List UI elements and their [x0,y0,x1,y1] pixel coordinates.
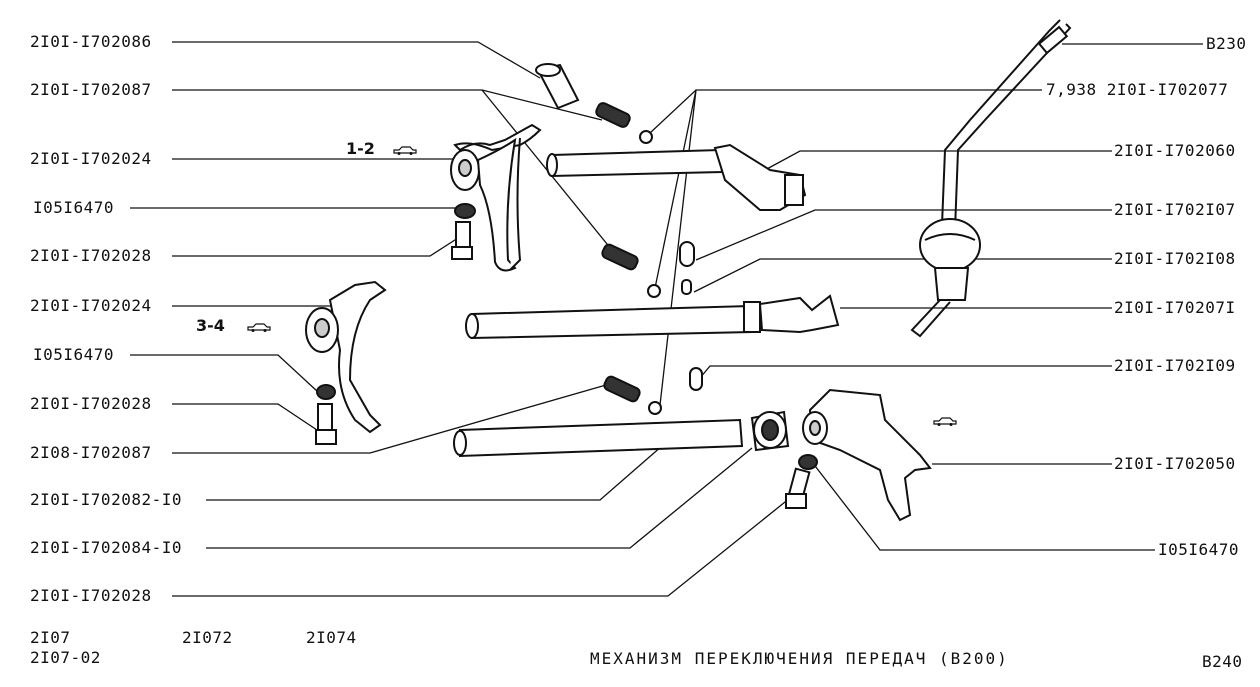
reverse-car-icon [933,417,957,426]
leader-line [206,445,663,501]
leader-line [172,237,459,257]
part-label: 7,938 2I0I-I702077 [1046,80,1229,99]
leader-line [172,41,541,79]
part-label: 2I0I-I702024 [30,296,152,315]
leader-line [764,150,1112,171]
model-code: 2I072 [182,628,233,647]
model-code: 2I07 [30,628,71,647]
leader-line [695,209,1112,261]
shift-fork-3-4 [305,280,387,434]
model-code: 2I07-02 [30,648,101,667]
part-label: 2I0I-I702087 [30,80,152,99]
part-label: 2I0I-I702I08 [1114,249,1236,268]
bolt [315,403,337,445]
part-label: 2I0I-I702028 [30,246,152,265]
part-label: I05I6470 [33,198,115,217]
leader-line [206,447,753,549]
part-label: I05I6470 [33,345,115,364]
gear-label-3-4: 3-4 [196,316,225,335]
part-label: 2I0I-I702084-I0 [30,538,182,557]
part-label: 2I0I-I702I09 [1114,356,1236,375]
leader-line [811,461,1155,551]
part-label: 2I0I-I702086 [30,32,152,51]
leader-line [172,89,603,121]
leader-line [130,354,319,393]
washer [454,203,476,219]
gear-label-1-2: 1-2 [346,139,375,158]
leader-line [699,365,1112,379]
shift-rod-1-2 [546,143,807,211]
bushing [535,63,580,110]
leader-line [649,89,1042,134]
diagram-title: МЕХАНИЗМ ПЕРЕКЛЮЧЕНИЯ ПЕРЕДАЧ (B200) [590,649,1009,668]
washer [798,454,818,470]
part-label: 2I0I-I702024 [30,149,152,168]
page-code: B240 [1202,652,1243,671]
part-label: 2I0I-I702I07 [1114,200,1236,219]
leader-line [172,497,791,597]
reverse-fork [802,388,932,522]
part-label: 2I0I-I702060 [1114,141,1236,160]
bolt [785,467,811,509]
part-label: 2I0I-I702050 [1114,454,1236,473]
part-label: 2I0I-I702028 [30,586,152,605]
shift-rod-3-4 [465,294,840,340]
part-label: B230 [1206,34,1247,53]
bolt [451,221,473,260]
part-label: I05I6470 [1158,540,1240,559]
washer [316,384,336,400]
shift-rod-reverse [453,418,744,458]
leader-line [654,89,697,289]
part-label: 2I08-I702087 [30,443,152,462]
interlock-pin [679,241,703,391]
model-code: 2I074 [306,628,357,647]
gear-lever [910,19,1072,338]
leader-line [693,258,1112,293]
part-label: 2I0I-I702028 [30,394,152,413]
leader-line [172,384,607,454]
shift-fork-1-2 [450,123,542,272]
car-icon [247,323,271,332]
reverse-bushing [750,410,790,452]
part-label: 2I0I-I702082-I0 [30,490,182,509]
car-icon [393,146,417,155]
leader-line [659,89,697,406]
detent-ball [639,130,662,415]
leader-line [172,403,321,433]
part-label: 2I0I-I70207I [1114,298,1236,317]
spring [595,102,641,403]
